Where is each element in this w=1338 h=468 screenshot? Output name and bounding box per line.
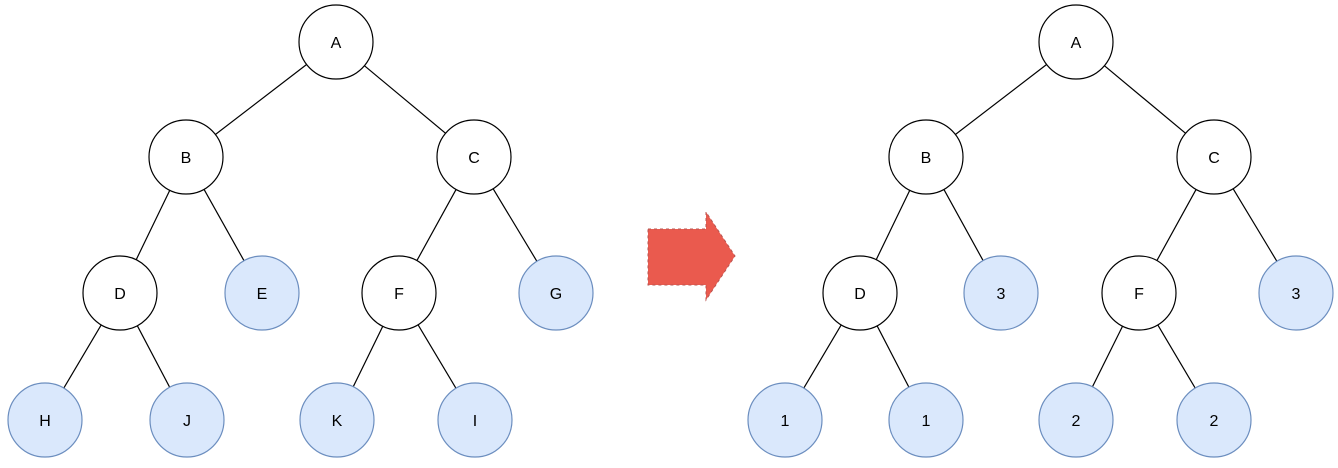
original-tree-node-c: C — [436, 119, 512, 195]
node-label: 1 — [922, 413, 931, 430]
leaf-node-circle — [7, 382, 83, 458]
node-label: C — [468, 150, 480, 167]
internal-node-circle — [1176, 119, 1252, 195]
node-label: C — [1208, 150, 1220, 167]
node-label: J — [183, 413, 191, 430]
node-label: B — [921, 150, 932, 167]
node-label: K — [332, 413, 343, 430]
node-label: 2 — [1210, 413, 1219, 430]
original-tree-edge-f-k — [352, 325, 384, 388]
node-label: D — [114, 286, 126, 303]
node-label: B — [181, 150, 192, 167]
leaf-node-circle — [1038, 382, 1114, 458]
transformed-tree-node-i: 2 — [1176, 382, 1252, 458]
node-label: A — [1071, 35, 1082, 52]
internal-node-circle — [1038, 4, 1114, 80]
original-tree-node-j: J — [149, 382, 225, 458]
original-tree-node-a: A — [298, 4, 374, 80]
node-label: E — [257, 286, 268, 303]
original-tree-node-f: F — [361, 255, 437, 331]
original-tree-node-d: D — [82, 255, 158, 331]
node-label: F — [394, 286, 404, 303]
node-label: F — [1134, 286, 1144, 303]
original-tree-node-e: E — [224, 255, 300, 331]
internal-node-circle — [148, 119, 224, 195]
node-label: I — [473, 413, 477, 430]
internal-node-circle — [888, 119, 964, 195]
transformed-tree-edge-c-g — [1232, 188, 1278, 262]
internal-node-circle — [436, 119, 512, 195]
transformed-tree-edge-f-k — [1091, 325, 1124, 388]
leaf-node-circle — [224, 255, 300, 331]
original-tree-edge-b-d — [135, 190, 171, 260]
transformed-tree-node-e: 3 — [963, 255, 1039, 331]
transformed-tree-node-c: C — [1176, 119, 1252, 195]
leaf-node-circle — [149, 382, 225, 458]
transformed-tree-edge-d-j — [876, 325, 910, 388]
transformed-tree-edge-b-e — [943, 189, 984, 261]
node-label: A — [331, 35, 342, 52]
original-tree-edge-c-f — [416, 189, 457, 261]
leaf-node-circle — [963, 255, 1039, 331]
original-tree-node-g: G — [518, 255, 594, 331]
nodes-layer: A B C D E F G H J K I A B C D 3 F 3 1 1 2 2 — [7, 4, 1334, 458]
original-tree-edge-f-i — [417, 324, 457, 389]
transformed-tree-edge-b-d — [875, 190, 911, 260]
transformed-tree-edge-a-b — [955, 64, 1047, 135]
transformed-tree-node-d: D — [822, 255, 898, 331]
internal-node-circle — [822, 255, 898, 331]
transformed-tree-node-g: 3 — [1258, 255, 1334, 331]
right-arrow-icon — [647, 210, 736, 302]
transformed-tree-edge-c-f — [1156, 189, 1197, 261]
transformed-tree-node-h: 1 — [747, 382, 823, 458]
original-tree-edge-d-j — [136, 325, 171, 388]
original-tree-edge-b-e — [203, 189, 245, 261]
original-tree-edge-a-b — [215, 64, 307, 135]
transformed-tree-edge-f-i — [1157, 324, 1196, 389]
leaf-node-circle — [1258, 255, 1334, 331]
internal-node-circle — [298, 4, 374, 80]
edges-layer — [63, 64, 1278, 389]
internal-node-circle — [82, 255, 158, 331]
original-tree-node-h: H — [7, 382, 83, 458]
node-label: 3 — [1292, 286, 1301, 303]
transformed-tree-node-f: F — [1101, 255, 1177, 331]
leaf-node-circle — [747, 382, 823, 458]
original-tree-edge-c-g — [492, 188, 538, 262]
leaf-node-circle — [1176, 382, 1252, 458]
node-label: H — [39, 413, 51, 430]
transformed-tree-edge-a-c — [1104, 65, 1186, 134]
internal-node-circle — [1101, 255, 1177, 331]
original-tree-node-b: B — [148, 119, 224, 195]
node-label: G — [550, 286, 562, 303]
original-tree-edge-a-c — [364, 65, 446, 134]
transformed-tree-node-k: 2 — [1038, 382, 1114, 458]
leaf-node-circle — [518, 255, 594, 331]
node-label: 3 — [997, 286, 1006, 303]
original-tree-edge-d-h — [63, 324, 102, 389]
transformed-tree-node-a: A — [1038, 4, 1114, 80]
original-tree-node-i: I — [437, 382, 513, 458]
node-label: 2 — [1072, 413, 1081, 430]
original-tree-node-k: K — [299, 382, 375, 458]
node-label: 1 — [781, 413, 790, 430]
transformed-tree-edge-d-h — [803, 324, 842, 389]
node-label: D — [854, 286, 866, 303]
transformed-tree-node-b: B — [888, 119, 964, 195]
leaf-node-circle — [888, 382, 964, 458]
leaf-node-circle — [299, 382, 375, 458]
leaf-node-circle — [437, 382, 513, 458]
transformed-tree-node-j: 1 — [888, 382, 964, 458]
internal-node-circle — [361, 255, 437, 331]
